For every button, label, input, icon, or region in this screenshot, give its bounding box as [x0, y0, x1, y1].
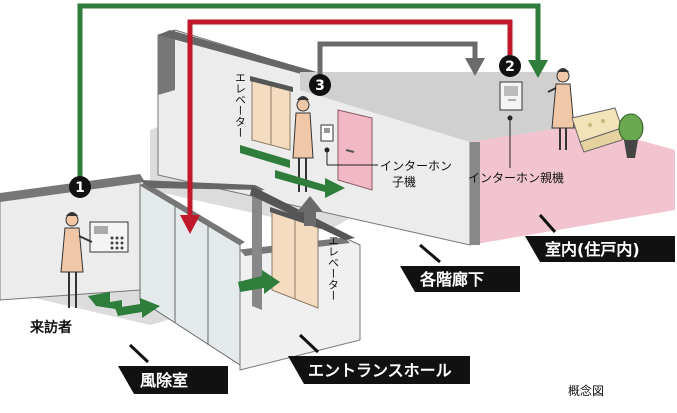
elevator-lower [270, 207, 321, 309]
intercom-sub-label-1: インターホン [380, 159, 452, 173]
step-number: 3 [315, 78, 325, 94]
plant-icon [618, 113, 644, 158]
concept-label: 概念図 [568, 383, 604, 398]
elevator-upper [250, 76, 293, 151]
resident-figure-icon [547, 68, 575, 150]
intercom-monitor-icon [499, 81, 523, 168]
step-badge-3: 3 [309, 74, 331, 96]
indoor-label: 室内(住戸内) [545, 240, 640, 259]
visitor-upper-figure-icon [292, 96, 314, 192]
route-gray-line [317, 41, 478, 78]
label-tag-floor-corridor: 各階廊下 [400, 243, 520, 292]
route-red-line [187, 19, 513, 220]
windbreak-room-label: 風除室 [140, 371, 188, 390]
visitor-label: 来訪者 [29, 319, 72, 336]
label-tag-indoor: 室内(住戸内) [525, 214, 675, 262]
elevator-up-arrow-icon [297, 196, 323, 226]
entrance-hall-label: エントランスホール [308, 361, 452, 380]
route-gray-arrowhead [465, 58, 485, 76]
route-green-line [77, 3, 541, 185]
route-red-arrowhead [180, 215, 200, 234]
intercom-sub-unit [320, 124, 378, 166]
floor-corridor-label: 各階廊下 [419, 270, 484, 289]
step-number: 1 [75, 180, 85, 196]
label-tag-windbreak-room: 風除室 [118, 343, 228, 394]
step-badge-2: 2 [499, 55, 521, 77]
intercom-panel-icon [89, 221, 129, 253]
visitor-figure-icon [60, 212, 93, 308]
entrance-hall-area [140, 180, 361, 371]
entry-arrow-icon [88, 270, 280, 318]
label-tag-entrance-hall: エントランスホール [288, 333, 470, 384]
intercom-sub-label-2: 子機 [392, 174, 416, 189]
intercom-main-label: インターホン親機 [468, 170, 564, 185]
unit-door [337, 109, 373, 191]
elevator-upper-label: エレベーター [234, 72, 247, 138]
sofa-icon [571, 107, 623, 153]
route-green-arrowhead [528, 60, 548, 78]
elevator-lower-label: エレベーター [327, 235, 340, 301]
step-number: 2 [505, 59, 515, 75]
direction-arrow-icon [240, 145, 345, 198]
step-badge-1: 1 [69, 176, 91, 198]
